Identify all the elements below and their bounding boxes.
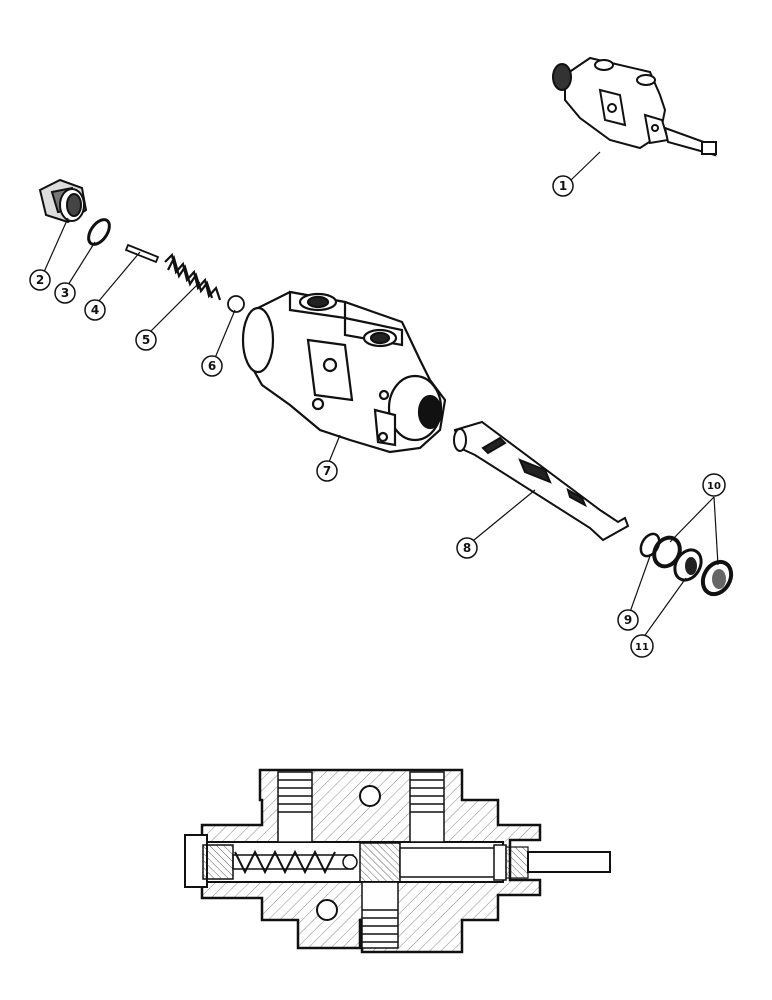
callout-label: 11: [635, 642, 649, 653]
spring-part: [164, 252, 222, 301]
callout-9: 9: [617, 609, 639, 631]
assembled-valve-illustration: [552, 56, 717, 157]
callout-label: 10: [707, 481, 721, 492]
callout-label: 6: [208, 359, 216, 373]
callout-label: 9: [624, 613, 632, 627]
valve-cross-section: [184, 768, 611, 954]
callout-label: 4: [91, 303, 99, 317]
pin-part: [124, 243, 160, 264]
callout-label: 3: [61, 286, 69, 300]
callout-label: 1: [559, 179, 567, 193]
callout-4: 4: [84, 299, 106, 321]
callout-label: 8: [463, 541, 471, 555]
leader-lines: [43, 151, 719, 639]
callout-6: 6: [201, 355, 223, 377]
retainer-part: [700, 559, 734, 597]
callout-2: 2: [29, 269, 51, 291]
callout-1: 1: [552, 175, 574, 197]
callout-5: 5: [135, 329, 157, 351]
callout-7: 7: [316, 460, 338, 482]
seal-part: [673, 548, 703, 582]
valve-body-part: [241, 290, 447, 454]
callout-label: 5: [142, 333, 150, 347]
ball-part: [227, 295, 245, 313]
plug-part: [38, 178, 88, 224]
o-ring-part: [87, 218, 111, 246]
callout-3: 3: [54, 282, 76, 304]
callout-label: 2: [36, 273, 44, 287]
callout-10: 10: [702, 473, 726, 497]
callout-11: 11: [630, 634, 654, 658]
spool-part: [453, 420, 630, 542]
callout-label: 7: [323, 464, 331, 478]
callout-8: 8: [456, 537, 478, 559]
